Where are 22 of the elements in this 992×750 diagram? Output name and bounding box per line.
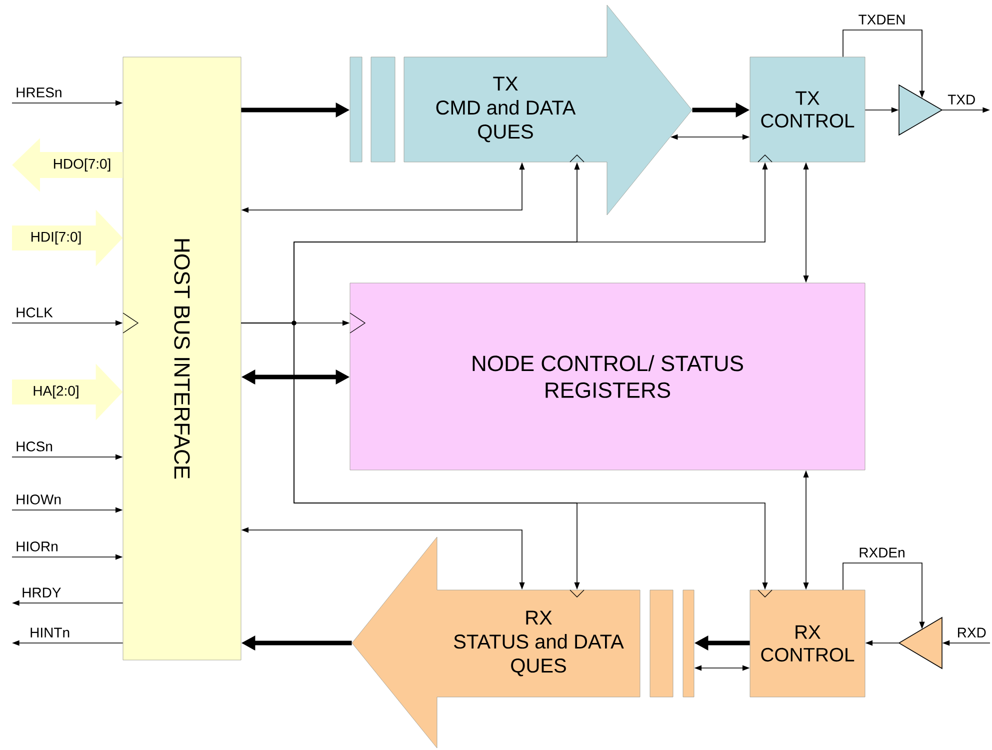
- register-bar: [650, 590, 674, 698]
- register-bar: [350, 56, 362, 162]
- control-block: RX CONTROL: [750, 590, 866, 698]
- interface-block: HOST BUS INTERFACE: [122, 56, 242, 660]
- signal-label: HIORn: [16, 542, 58, 552]
- signal-label: RXD: [958, 628, 986, 638]
- register-bar: [370, 56, 396, 162]
- register-bar: [682, 590, 694, 698]
- signal-label: HRESn: [16, 88, 62, 98]
- signal-label: HINTn: [30, 628, 70, 638]
- signal-label: HDI[7:0]: [29, 230, 83, 246]
- signal-label: HCLK: [16, 308, 53, 318]
- register-block: NODE CONTROL/ STATUS REGISTERS: [350, 282, 866, 470]
- signal-label: HIOWn: [16, 494, 61, 504]
- signal-label: HRDY: [22, 588, 61, 598]
- signal-label: HA[2:0]: [31, 384, 81, 400]
- signal-label: HCSn: [16, 442, 52, 452]
- signal-label: TXD: [948, 94, 975, 104]
- signal-label: TXDEN: [858, 14, 905, 24]
- signal-label: RXDEn: [860, 548, 904, 558]
- signal-label: HDO[7:0]: [52, 157, 112, 173]
- control-block: TX CONTROL: [750, 56, 866, 162]
